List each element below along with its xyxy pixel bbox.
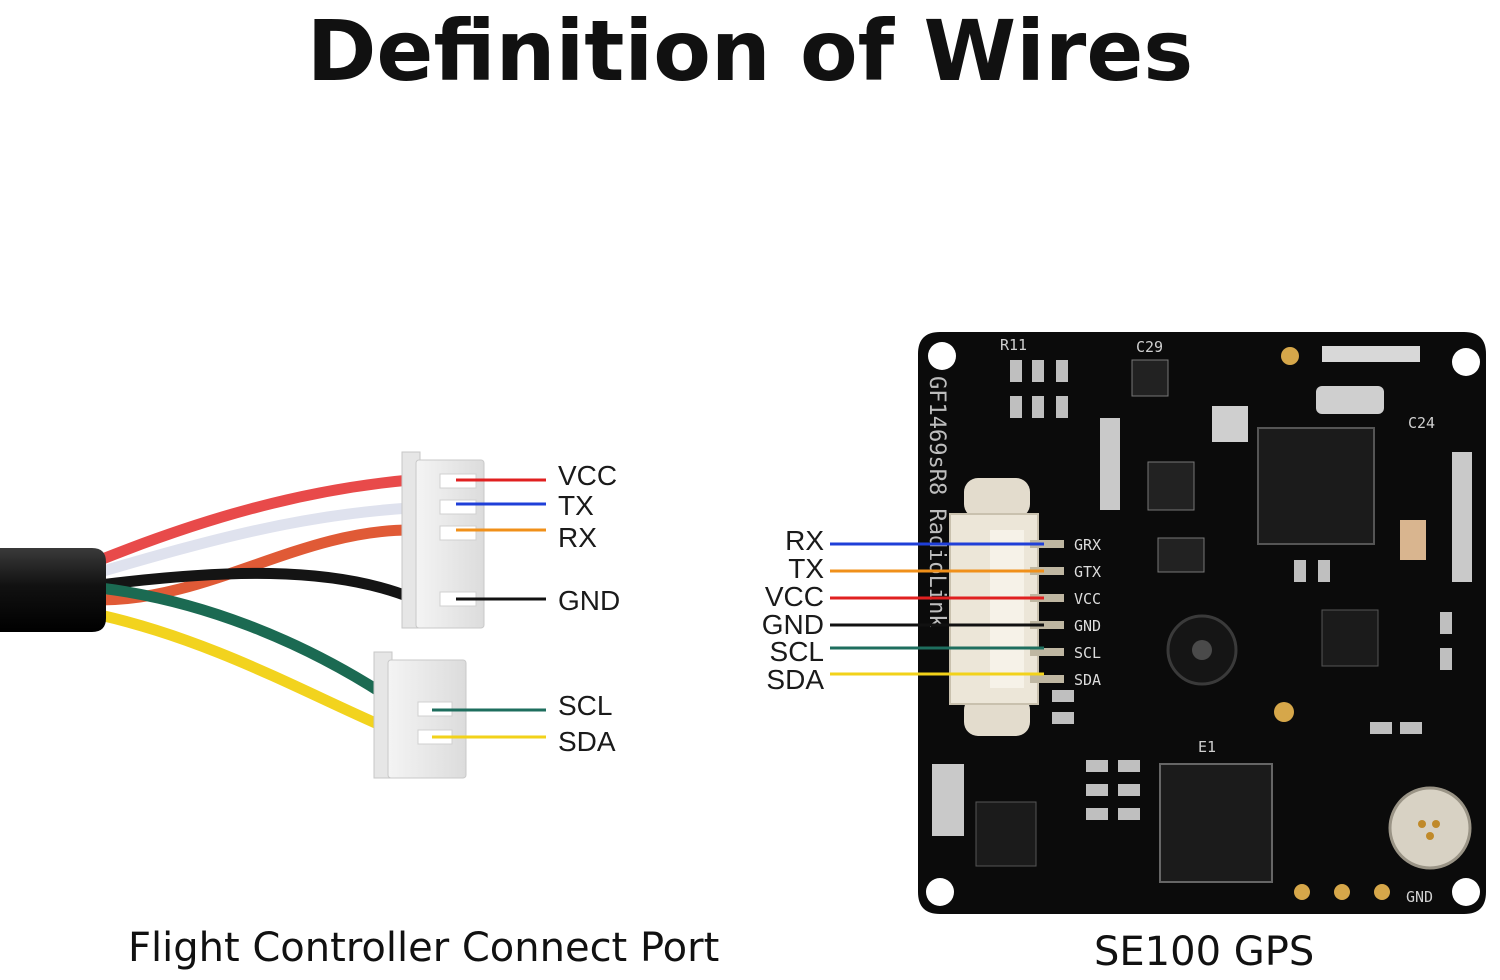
svg-text:GTX: GTX bbox=[1074, 563, 1101, 581]
right-pin-label-rx: RX bbox=[785, 525, 824, 556]
right-caption: SE100 GPS bbox=[1094, 929, 1315, 975]
black-wire bbox=[94, 567, 418, 604]
right-pin-label-scl: SCL bbox=[769, 636, 824, 667]
svg-text:GND: GND bbox=[1074, 617, 1101, 635]
board-silkscreen-model: GF1469sR8 RadioLink bbox=[924, 376, 949, 628]
right-pin-label-tx: TX bbox=[788, 553, 824, 584]
board-connector bbox=[949, 478, 1064, 736]
upper-connector bbox=[401, 451, 485, 629]
left-leader-lines bbox=[432, 478, 546, 739]
left-pin-label-gnd: GND bbox=[558, 585, 621, 616]
board-silkscreen-r11: R11 bbox=[1000, 336, 1027, 354]
cable-assembly bbox=[0, 451, 485, 779]
board-silkscreen-c29: C29 bbox=[1136, 338, 1163, 356]
right-pin-label-sda: SDA bbox=[766, 664, 824, 695]
left-pin-label-sda: SDA bbox=[558, 726, 616, 757]
svg-text:SCL: SCL bbox=[1074, 644, 1101, 662]
left-pin-label-vcc: VCC bbox=[558, 460, 618, 491]
svg-text:VCC: VCC bbox=[1074, 590, 1101, 608]
right-pin-label-vcc: VCC bbox=[764, 581, 824, 612]
yellow-wire bbox=[94, 609, 386, 731]
board-silkscreen-c24: C24 bbox=[1408, 414, 1435, 432]
left-pin-label-scl: SCL bbox=[558, 690, 613, 721]
svg-text:GRX: GRX bbox=[1074, 536, 1101, 554]
green-wire bbox=[94, 582, 391, 701]
cable-jacket bbox=[0, 548, 106, 632]
left-pin-label-tx: TX bbox=[558, 490, 594, 521]
lower-connector bbox=[373, 651, 467, 779]
gps-board: GF1469sR8 RadioLink R11 C29 C24 E1 GND bbox=[918, 332, 1486, 914]
right-pin-label-gnd: GND bbox=[761, 609, 824, 640]
white-wire bbox=[94, 502, 416, 578]
left-caption: Flight Controller Connect Port bbox=[128, 925, 720, 971]
diagram-title: Definition of Wires bbox=[306, 2, 1194, 100]
right-leader-lines bbox=[830, 542, 1044, 676]
board-silkscreen-e1: E1 bbox=[1198, 738, 1216, 756]
red-wire bbox=[94, 474, 416, 566]
board-silkscreen-gnd: GND bbox=[1406, 888, 1433, 906]
svg-text:SDA: SDA bbox=[1074, 671, 1101, 689]
left-pin-label-rx: RX bbox=[558, 522, 597, 553]
